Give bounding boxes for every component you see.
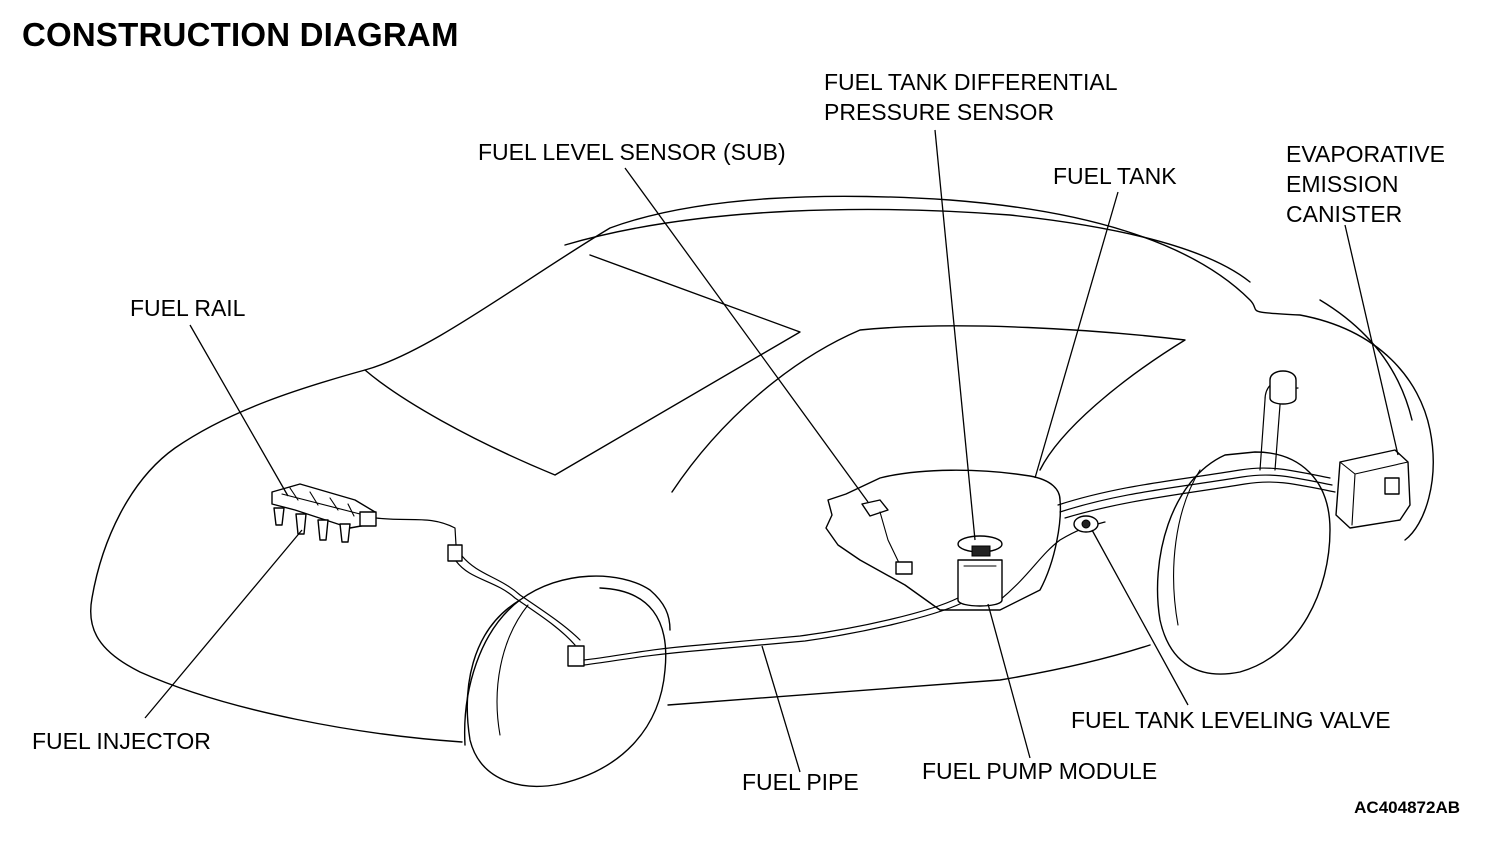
label-fuel-tank-diff-sensor-1: FUEL TANK DIFFERENTIAL [824,69,1118,95]
label-evap-canister-2: EMISSION [1286,171,1398,197]
label-evap-canister-1: EVAPORATIVE [1286,141,1445,167]
fuel-rail-assembly [271,483,377,543]
leader-lines [144,129,1399,773]
label-fuel-pipe: FUEL PIPE [742,769,859,795]
fuel-tank-leveling-valve [1073,515,1099,533]
car-body-outline [90,195,1434,746]
label-evap-canister-3: CANISTER [1286,201,1402,227]
label-fuel-tank: FUEL TANK [1053,163,1177,189]
label-fuel-level-sensor-sub: FUEL LEVEL SENSOR (SUB) [478,139,786,165]
fuel-pump-module [957,535,1003,607]
fuel-lines [375,379,1336,667]
fuel-tank [825,469,1062,611]
figure-code: AC404872AB [1354,798,1460,817]
label-fuel-pump-module: FUEL PUMP MODULE [922,758,1157,784]
fuel-level-sensor-sub [861,499,913,575]
label-fuel-injector: FUEL INJECTOR [32,728,211,754]
label-fuel-tank-diff-sensor-2: PRESSURE SENSOR [824,99,1054,125]
callout-labels: FUEL TANK DIFFERENTIAL PRESSURE SENSOR F… [32,69,1445,795]
evap-canister [1269,370,1411,529]
front-wheel [466,587,667,787]
label-fuel-tank-leveling-valve: FUEL TANK LEVELING VALVE [1071,707,1391,733]
label-fuel-rail: FUEL RAIL [130,295,246,321]
diagram-title: CONSTRUCTION DIAGRAM [22,16,459,53]
